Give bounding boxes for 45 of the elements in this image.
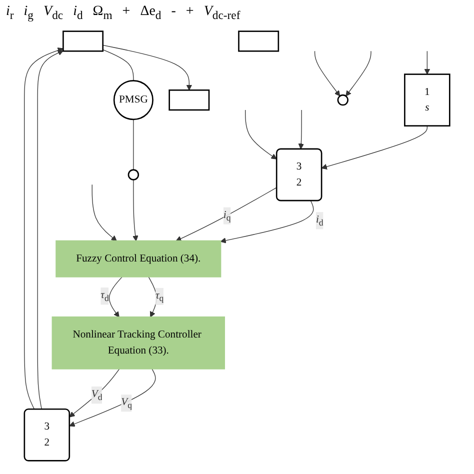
arrow	[69, 368, 120, 418]
signal-label: -	[171, 4, 176, 21]
connector	[102, 49, 134, 81]
arrow	[176, 187, 277, 242]
connector	[133, 118, 134, 170]
signal-label: V$_{dc}$	[44, 4, 64, 22]
edge-label: V$_{d}$	[91, 388, 102, 402]
arrow	[37, 50, 64, 410]
node-circle	[128, 168, 140, 180]
arrow	[424, 50, 430, 74]
signal-label: Ω$_{m}$	[92, 4, 112, 22]
edge-label: V$_{q}$	[121, 396, 132, 410]
signal-label: i$_{r}$	[6, 4, 14, 22]
signal-label: +	[122, 4, 130, 21]
node-box	[62, 30, 104, 52]
signal-label: +	[186, 4, 194, 21]
arrow	[24, 47, 64, 410]
arrow	[346, 50, 372, 96]
edge-label: i$_{q}$	[223, 208, 231, 222]
node-box: 3 2	[276, 148, 322, 201]
arrow	[92, 184, 117, 242]
node-circle: PMSG	[113, 80, 154, 120]
arrow	[245, 109, 277, 160]
arrow	[298, 109, 304, 150]
node-box: Nonlinear Tracking Controller Equation (33).	[52, 316, 225, 370]
signal-label: V$_{dc-ref}$	[204, 4, 240, 22]
arrow	[108, 276, 123, 318]
signal-label: Δe$_{d}$	[140, 4, 162, 22]
node-box: 1 s	[404, 73, 450, 126]
arrow	[102, 44, 192, 90]
node-box: Fuzzy Control Equation (34).	[56, 240, 222, 278]
edge-label: τ$_{q}$	[156, 290, 164, 303]
signal-label: i$_{g}$	[24, 4, 34, 22]
edge-label: τ$_{d}$	[100, 289, 109, 303]
node-box	[168, 89, 210, 110]
arrow	[314, 50, 340, 96]
arrow	[69, 368, 156, 427]
edge-label: i$_{d}$	[316, 214, 324, 228]
node-box: 3 2	[24, 408, 70, 462]
arrow	[132, 179, 138, 242]
arrow	[321, 125, 428, 170]
arrow	[220, 200, 314, 244]
node-box	[238, 30, 280, 52]
signal-label: i$_{d}$	[73, 4, 83, 22]
node-circle	[337, 94, 348, 106]
